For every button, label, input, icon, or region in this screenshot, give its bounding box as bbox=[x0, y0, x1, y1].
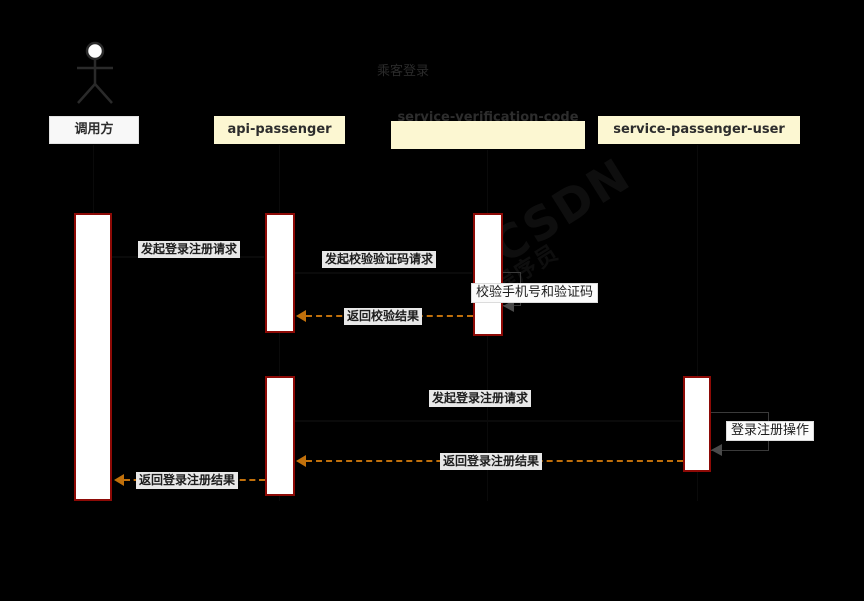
participant-api-passenger-label: api-passenger bbox=[227, 122, 332, 137]
self-message-arrow-user bbox=[711, 444, 722, 456]
message-label-4: 返回校验结果 bbox=[344, 308, 423, 325]
message-label-2: 发起校验验证码请求 bbox=[322, 251, 437, 268]
message-label-5: 发起登录注册请求 bbox=[429, 390, 532, 407]
participant-service-verification-code-label: service-verification-code bbox=[397, 110, 579, 125]
watermark-primary: CSDN bbox=[482, 147, 640, 274]
activation-caller bbox=[74, 213, 112, 501]
message-line-5 bbox=[295, 420, 682, 422]
lifeline-user bbox=[697, 145, 698, 501]
participant-caller-label: 调用方 bbox=[74, 122, 114, 137]
message-label-8: 返回登录注册结果 bbox=[136, 472, 239, 489]
message-label-3: 校验手机号和验证码 bbox=[471, 283, 599, 303]
message-arrowhead-4 bbox=[296, 310, 306, 322]
participant-service-passenger-user-label: service-passenger-user bbox=[613, 122, 785, 137]
actor-stick-figure-icon bbox=[70, 40, 120, 106]
message-arrowhead-7 bbox=[296, 455, 306, 467]
diagram-title: 乘客登录 bbox=[377, 64, 430, 79]
message-arrowhead-8 bbox=[114, 474, 124, 486]
activation-api-2 bbox=[265, 376, 295, 496]
participant-api-passenger[interactable]: api-passenger bbox=[214, 116, 345, 144]
participant-service-passenger-user[interactable]: service-passenger-user bbox=[598, 116, 800, 144]
activation-api-1 bbox=[265, 213, 295, 333]
message-label-1: 发起登录注册请求 bbox=[138, 241, 241, 258]
message-label-7: 返回登录注册结果 bbox=[440, 453, 543, 470]
participant-caller[interactable]: 调用方 bbox=[49, 116, 139, 144]
activation-user bbox=[683, 376, 711, 472]
activation-vcode bbox=[473, 213, 503, 336]
self-message-arrow-vcode bbox=[503, 300, 514, 312]
message-label-6: 登录注册操作 bbox=[726, 421, 815, 441]
message-line-2 bbox=[295, 272, 472, 274]
participant-service-verification-code[interactable]: service-verification-code bbox=[391, 110, 585, 149]
